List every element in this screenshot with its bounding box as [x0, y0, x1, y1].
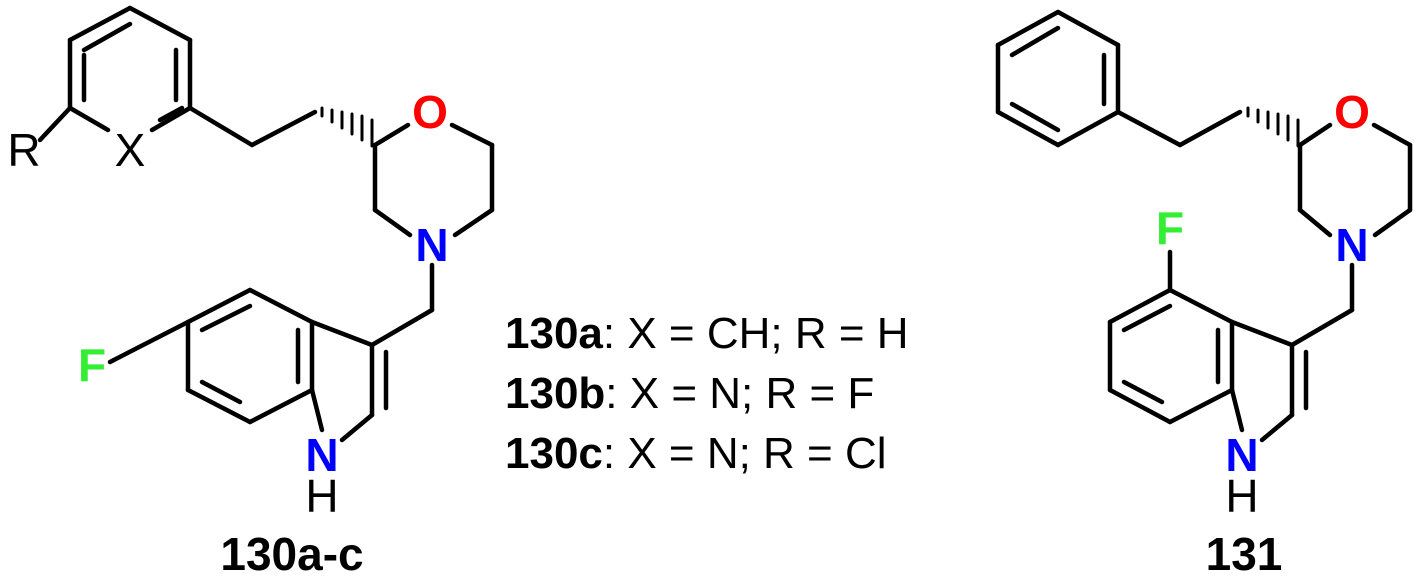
legend-definition-130a: : X = CH; R = H — [603, 309, 909, 358]
left-r-bond — [37, 105, 73, 143]
right-indole-nitrogen-atom: N — [1225, 429, 1258, 481]
legend-compound-130b: 130b — [505, 369, 605, 418]
legend-compound-130c: 130c — [505, 429, 603, 478]
substituent-legend: 130a: X = CH; R = H 130b: X = N; R = F 1… — [505, 309, 909, 478]
structure-131: O N F N H — [995, 9, 1413, 522]
right-indole-hydrogen-atom: H — [1225, 470, 1258, 522]
left-morpholine-bonds — [372, 122, 495, 238]
left-indole-bonds — [107, 287, 389, 443]
left-indole-nitrogen-atom: N — [305, 429, 338, 481]
left-x-atom: X — [115, 124, 146, 176]
right-indole-bonds — [1107, 249, 1309, 443]
legend-row-130a: 130a: X = CH; R = H — [505, 309, 909, 358]
right-morpholine-nitrogen-atom: N — [1335, 219, 1368, 271]
left-indole-hydrogen-atom: H — [305, 470, 338, 522]
right-morpholine-bonds — [1297, 122, 1413, 238]
legend-row-130b: 130b: X = N; R = F — [505, 369, 874, 418]
compound-label-130a-c: 130a-c — [220, 528, 363, 580]
legend-row-130c: 130c: X = N; R = Cl — [505, 429, 887, 478]
left-morpholine-nitrogen-atom: N — [415, 219, 448, 271]
left-oxygen-atom: O — [412, 86, 448, 138]
left-r-atom: R — [7, 124, 40, 176]
legend-definition-130b: : X = N; R = F — [605, 369, 874, 418]
structure-130a-c: R X O N F N H — [7, 5, 495, 522]
right-fluorine-atom: F — [1156, 202, 1184, 254]
left-fluorine-atom: F — [78, 339, 106, 391]
legend-compound-130a: 130a — [505, 309, 603, 358]
compound-label-131: 131 — [1206, 528, 1283, 580]
right-ethyl-linker — [1115, 109, 1243, 148]
left-hashed-wedge — [320, 106, 374, 148]
right-hashed-wedge — [1246, 106, 1300, 148]
right-methylene-linker — [1289, 262, 1355, 348]
legend-definition-130c: : X = N; R = Cl — [603, 429, 887, 478]
left-aryl-ring-bonds — [67, 5, 193, 133]
right-phenyl-ring-bonds — [995, 9, 1121, 148]
right-oxygen-atom: O — [1334, 86, 1370, 138]
left-methylene-linker — [369, 262, 435, 348]
left-ethyl-linker — [187, 105, 318, 148]
